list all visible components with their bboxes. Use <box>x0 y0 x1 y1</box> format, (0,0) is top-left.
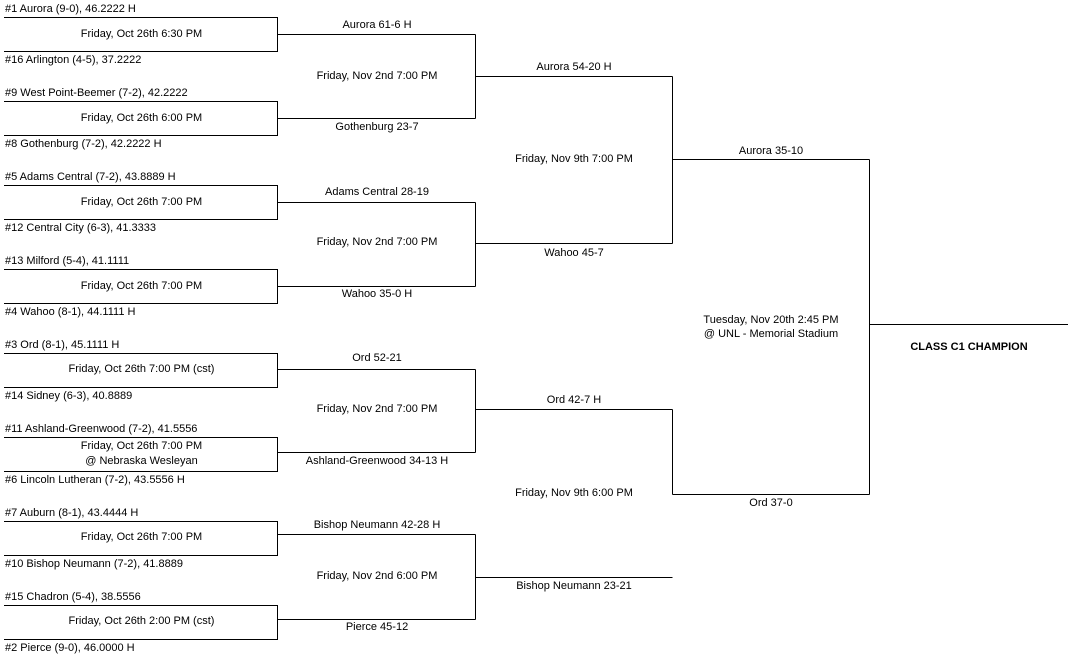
r1-game-venue: @ Nebraska Wesleyan <box>85 455 198 467</box>
r1-game-date: Friday, Oct 26th 7:00 PM <box>80 531 203 543</box>
r2-match-4-lines <box>475 534 673 620</box>
r1-match-6-lines <box>4 437 476 472</box>
r1-game-date: Friday, Oct 26th 6:30 PM <box>80 28 203 40</box>
r1-winner-score: Bishop Neumann 42-28 H <box>313 519 441 531</box>
r2-game-date: Friday, Nov 2nd 7:00 PM <box>316 403 438 415</box>
r1-game-date: Friday, Oct 26th 6:00 PM <box>80 112 203 124</box>
r2-winner-score: Bishop Neumann 23-21 <box>516 580 632 592</box>
final-game-date: Tuesday, Nov 20th 2:45 PM <box>703 314 839 326</box>
team-label: #16 Arlington (4-5), 37.2222 <box>5 54 142 66</box>
team-label: #14 Sidney (6-3), 40.8889 <box>5 390 133 402</box>
team-label: #12 Central City (6-3), 41.3333 <box>5 222 157 234</box>
team-label: #3 Ord (8-1), 45.1111 H <box>5 339 120 351</box>
r1-game-date: Friday, Oct 26th 2:00 PM (cst) <box>68 615 215 627</box>
team-label: #13 Milford (5-4), 41.1111 <box>5 255 130 267</box>
r2-game-date: Friday, Nov 2nd 6:00 PM <box>316 570 438 582</box>
r1-winner-score: Aurora 61-6 H <box>342 19 412 31</box>
team-label: #8 Gothenburg (7-2), 42.2222 H <box>5 138 162 150</box>
r2-winner-score: Wahoo 45-7 <box>544 247 604 259</box>
r2-winner-score: Aurora 54-20 H <box>536 61 612 73</box>
r1-match-8-lines <box>4 605 476 640</box>
team-label: #5 Adams Central (7-2), 43.8889 H <box>5 171 176 183</box>
r1-winner-score: Pierce 45-12 <box>345 621 409 633</box>
team-label: #6 Lincoln Lutheran (7-2), 43.5556 H <box>5 474 185 486</box>
r1-game-date: Friday, Oct 26th 7:00 PM <box>80 440 203 452</box>
semi-winner-score: Aurora 35-10 <box>738 145 804 157</box>
r1-winner-score: Ashland-Greenwood 34-13 H <box>305 455 449 467</box>
r2-match-3-lines <box>475 369 673 453</box>
r1-winner-score: Adams Central 28-19 <box>325 186 429 198</box>
r1-match-7-lines <box>4 521 476 556</box>
team-label: #9 West Point-Beemer (7-2), 42.2222 <box>5 87 188 99</box>
r1-match-5-lines <box>4 353 476 388</box>
final-game-venue: @ UNL - Memorial Stadium <box>703 328 839 340</box>
r1-winner-score: Wahoo 35-0 H <box>341 288 413 300</box>
champion-label: CLASS C1 CHAMPION <box>910 341 1028 353</box>
semi-game-date: Friday, Nov 9th 6:00 PM <box>515 487 633 499</box>
semi-winner-score: Ord 37-0 <box>749 497 793 509</box>
semi-1-lines <box>672 76 870 244</box>
r2-match-1-lines <box>475 34 673 119</box>
r1-winner-score: Gothenburg 23-7 <box>335 121 419 133</box>
r1-winner-score: Ord 52-21 <box>352 352 402 364</box>
team-label: #7 Auburn (8-1), 43.4444 H <box>5 507 139 519</box>
semi-game-date: Friday, Nov 9th 7:00 PM <box>515 153 633 165</box>
r2-game-date: Friday, Nov 2nd 7:00 PM <box>316 70 438 82</box>
r1-match-3-lines <box>4 185 476 220</box>
team-label: #4 Wahoo (8-1), 44.1111 H <box>5 306 136 318</box>
team-label: #1 Aurora (9-0), 46.2222 H <box>5 3 136 15</box>
r2-game-date: Friday, Nov 2nd 7:00 PM <box>316 236 438 248</box>
team-label: #15 Chadron (5-4), 38.5556 <box>5 591 141 603</box>
semi-2-lines <box>672 409 870 495</box>
r2-winner-score: Ord 42-7 H <box>546 394 602 406</box>
r1-match-1-lines <box>4 17 476 52</box>
team-label: #11 Ashland-Greenwood (7-2), 41.5556 <box>5 423 198 435</box>
r1-game-date: Friday, Oct 26th 7:00 PM <box>80 280 203 292</box>
r1-game-date: Friday, Oct 26th 7:00 PM (cst) <box>68 363 215 375</box>
team-label: #2 Pierce (9-0), 46.0000 H <box>5 642 135 654</box>
final-lines <box>869 159 1068 495</box>
r1-game-date: Friday, Oct 26th 7:00 PM <box>80 196 203 208</box>
r1-match-2-lines <box>4 101 476 136</box>
r2-match-2-lines <box>475 202 673 287</box>
team-label: #10 Bishop Neumann (7-2), 41.8889 <box>5 558 183 570</box>
r1-match-4-lines <box>4 269 476 304</box>
